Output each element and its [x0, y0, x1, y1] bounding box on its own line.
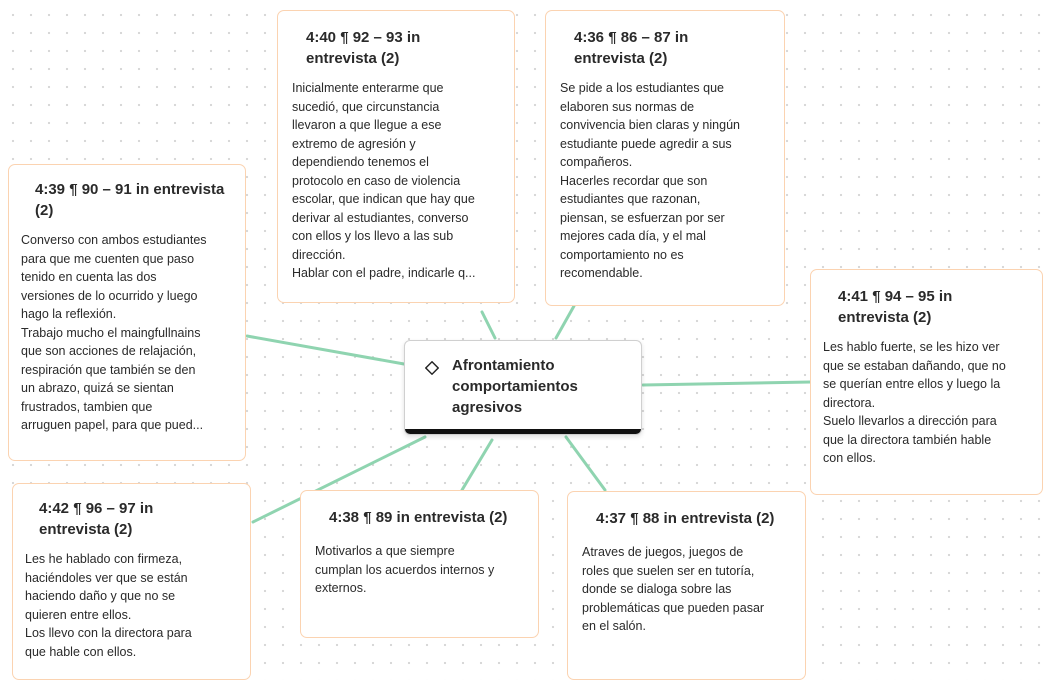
code-card-4-38[interactable]: 4:38 ¶ 89 in entrevista (2) Motivarlos a… [300, 490, 539, 638]
card-title: 4:38 ¶ 89 in entrevista (2) [329, 509, 508, 526]
card-body: Converso con ambos estudiantes para que … [21, 233, 207, 432]
card-title: 4:41 ¶ 94 – 95 in entrevista (2) [838, 288, 953, 326]
card-title: 4:36 ¶ 86 – 87 in entrevista (2) [574, 29, 689, 67]
central-topic-node[interactable]: Afrontamiento comportamientos agresivos [404, 340, 642, 435]
card-body: Motivarlos a que siempre cumplan los acu… [315, 544, 495, 595]
central-topic-label: Afrontamiento comportamientos agresivos [452, 357, 578, 416]
card-body: Les hablo fuerte, se les hizo ver que se… [823, 340, 1006, 465]
connector-line [480, 310, 497, 340]
code-card-4-36[interactable]: 4:36 ¶ 86 – 87 in entrevista (2) Se pide… [545, 10, 785, 306]
card-body: Atraves de juegos, juegos de roles que s… [582, 545, 765, 633]
connector-line [251, 435, 427, 524]
code-card-4-41[interactable]: 4:41 ¶ 94 – 95 in entrevista (2) Les hab… [810, 269, 1043, 495]
card-title: 4:42 ¶ 96 – 97 in entrevista (2) [39, 500, 154, 538]
connector-line [554, 304, 576, 340]
code-card-4-37[interactable]: 4:37 ¶ 88 in entrevista (2) Atraves de j… [567, 491, 806, 680]
connector-line [460, 438, 494, 492]
card-title: 4:37 ¶ 88 in entrevista (2) [596, 510, 775, 527]
card-body: Se pide a los estudiantes que elaboren s… [560, 81, 740, 280]
code-card-4-42[interactable]: 4:42 ¶ 96 – 97 in entrevista (2) Les he … [12, 483, 251, 680]
central-node-bottom-bar [405, 429, 641, 434]
card-title: 4:40 ¶ 92 – 93 in entrevista (2) [306, 29, 421, 67]
code-card-4-39[interactable]: 4:39 ¶ 90 – 91 in entrevista (2) Convers… [8, 164, 246, 461]
card-title: 4:39 ¶ 90 – 91 in entrevista (2) [35, 181, 225, 219]
connector-line [641, 380, 813, 387]
connector-line [245, 334, 406, 366]
code-card-4-40[interactable]: 4:40 ¶ 92 – 93 in entrevista (2) Inicial… [277, 10, 515, 303]
card-body: Inicialmente enterarme que sucedió, que … [292, 81, 476, 280]
card-body: Les he hablado con firmeza, haciéndoles … [25, 552, 192, 659]
diamond-outline-icon [425, 361, 439, 375]
connector-line [564, 435, 607, 492]
